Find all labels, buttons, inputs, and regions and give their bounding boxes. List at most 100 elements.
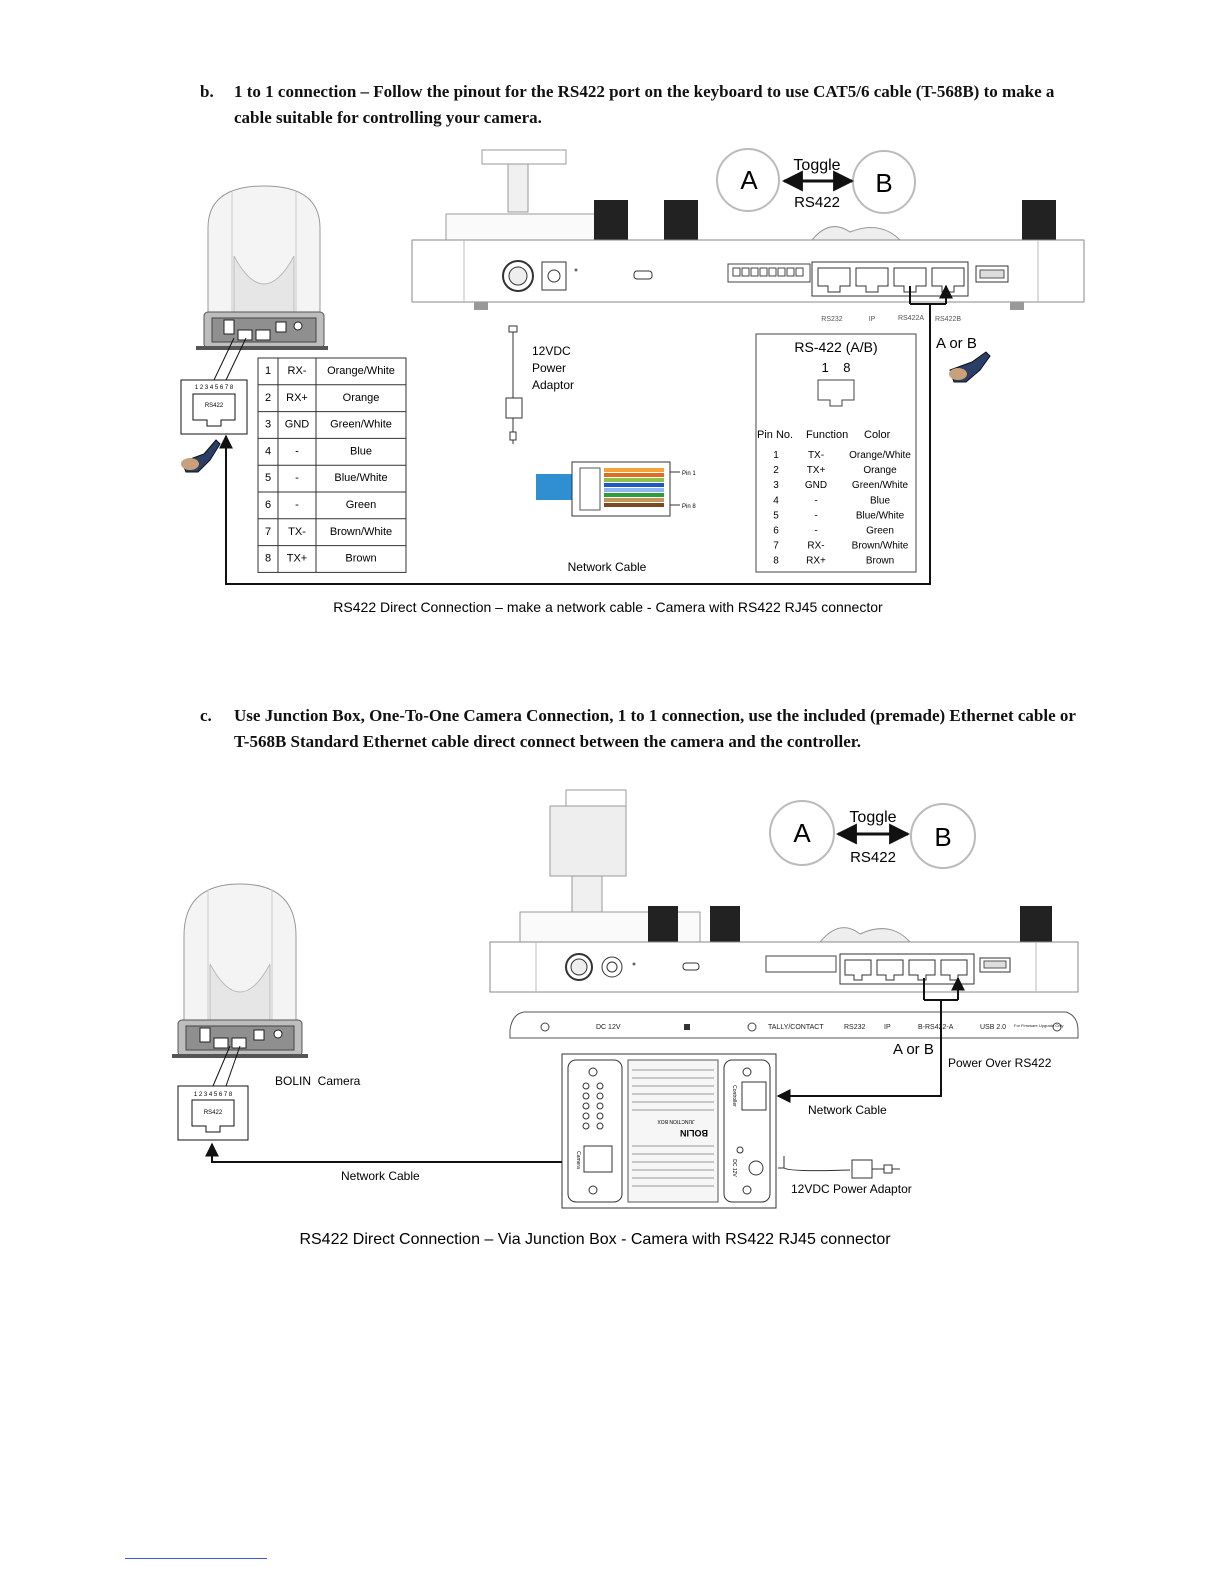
camera-pinout-pin-7: 7 xyxy=(265,526,271,538)
kb-pinout-pin-2: 2 xyxy=(773,465,779,476)
kb-pinout-color-3: Green/White xyxy=(852,480,909,491)
rear-label-usb-note: For Firmware Upgrade Only xyxy=(1014,1023,1064,1028)
camera-pinout-color-6: Green xyxy=(346,499,377,511)
port-label-ip: IP xyxy=(869,316,876,323)
power-line-3: Adaptor xyxy=(532,378,574,392)
kb-pinout-color-6: Green xyxy=(866,526,894,537)
camera-pinout-func-2: RX+ xyxy=(286,392,308,404)
toggle-a-label-c: A xyxy=(793,818,811,848)
port-label-rs422b: RS422B xyxy=(935,316,961,323)
camera-port-pins: 1 2 3 4 5 6 7 8 xyxy=(195,385,234,391)
camera-pinout-func-7: TX- xyxy=(288,526,306,538)
camera-pinout-color-2: Orange xyxy=(343,392,380,404)
camera-pinout-color-7: Brown/White xyxy=(330,526,392,538)
rear-label-tally: TALLY/CONTACT xyxy=(768,1024,824,1031)
kb-pinout-color-2: Orange xyxy=(863,465,897,476)
kb-pinout-pin-8: 8 xyxy=(773,556,779,567)
pin-1-label: Pin 1 xyxy=(682,471,696,477)
camera-pinout-color-8: Brown xyxy=(345,553,376,565)
crimp-tool-icon-right xyxy=(949,351,991,383)
keyboard-pinout-box: RS-422 (A/B) 1 8 Pin No. Function Color … xyxy=(755,333,917,573)
caption-c: RS422 Direct Connection – Via Junction B… xyxy=(299,1231,891,1248)
power-over-rs422: Power Over RS422 xyxy=(948,1056,1052,1070)
kb-header-color: Color xyxy=(864,429,891,441)
toggle-sub: RS422 xyxy=(794,194,840,211)
camera-pinout-color-3: Green/White xyxy=(330,419,392,431)
camera-pinout-pin-8: 8 xyxy=(265,553,271,565)
camera-pinout-pin-4: 4 xyxy=(265,445,271,457)
camera-pinout-pin-3: 3 xyxy=(265,419,271,431)
section-c-heading: c. Use Junction Box, One-To-One Camera C… xyxy=(200,703,1080,755)
section-b-heading: b. 1 to 1 connection – Follow the pinout… xyxy=(200,79,1080,131)
camera-pinout-func-6: - xyxy=(295,499,299,511)
camera-pinout-color-4: Blue xyxy=(350,445,372,457)
camera-pinout-color-5: Blue/White xyxy=(334,472,387,484)
camera-pinout-func-4: - xyxy=(295,445,299,457)
kb-pinout-pin-7: 7 xyxy=(773,541,779,552)
toggle-label: Toggle xyxy=(793,157,840,174)
jbox-controller-label: Controller xyxy=(731,1085,737,1107)
kb-pinout-func-2: TX+ xyxy=(807,465,826,476)
kb-header-function: Function xyxy=(806,429,848,441)
power-adaptor-b: 12VDC Power Adaptor xyxy=(505,325,574,444)
ptz-camera-c xyxy=(172,883,308,1058)
kb-pinout-pin-4: 4 xyxy=(773,495,779,506)
camera-pinout-func-3: GND xyxy=(285,419,310,431)
kb-pinout-pin-6: 6 xyxy=(773,526,779,537)
a-or-b-label-b: A or B xyxy=(936,335,977,352)
kb-pinout-pin-1: 1 xyxy=(773,450,779,461)
port-label-rs232: RS232 xyxy=(821,316,843,323)
toggle-a-label: A xyxy=(740,165,758,195)
network-cable-label-b: Network Cable xyxy=(568,560,647,574)
rear-label-dc12v: DC 12V xyxy=(596,1024,621,1031)
camera-port-label: RS422 xyxy=(205,403,224,409)
camera-pinout-func-1: RX- xyxy=(288,365,307,377)
footnote-separator xyxy=(125,1558,267,1559)
camera-pinout-pin-1: 1 xyxy=(265,365,271,377)
camera-name-c: BOLIN Camera xyxy=(275,1074,361,1088)
rear-label-ip: IP xyxy=(884,1024,891,1031)
network-cable-label-c-right: Network Cable xyxy=(808,1103,887,1117)
jbox-model: JUNCTION BOX xyxy=(657,1118,695,1124)
port-label-rs422a: RS422A xyxy=(898,315,924,322)
power-adaptor-c xyxy=(778,1156,900,1179)
kb-pinout-color-1: Orange/White xyxy=(849,450,911,461)
jbox-brand: BOLIN xyxy=(680,1128,708,1138)
camera-rs422-port-c: 1 2 3 4 5 6 7 8 RS422 xyxy=(177,1045,249,1141)
rear-label-usb: USB 2.0 xyxy=(980,1024,1006,1031)
toggle-sub-c: RS422 xyxy=(850,849,896,866)
rear-label-rs232: RS232 xyxy=(844,1024,866,1031)
kb-pinout-func-3: GND xyxy=(805,480,827,491)
section-c-letter: c. xyxy=(200,706,212,725)
section-b-letter: b. xyxy=(200,82,214,101)
kb-header-pin: Pin No. xyxy=(757,429,793,441)
kb-pinout-color-7: Brown/White xyxy=(852,541,909,552)
keyboard-controller-c xyxy=(489,789,1079,993)
camera-pinout-pin-2: 2 xyxy=(265,392,271,404)
toggle-label-c: Toggle xyxy=(849,809,896,826)
kb-pinout-func-1: TX- xyxy=(808,450,824,461)
network-cable-label-c-left: Network Cable xyxy=(341,1169,420,1183)
camera-port-label-c: RS422 xyxy=(204,1110,223,1116)
camera-pinout-func-8: TX+ xyxy=(287,553,307,565)
kb-pinout-func-6: - xyxy=(814,526,817,537)
kb-pinout-func-8: RX+ xyxy=(806,556,826,567)
camera-pinout-pin-5: 5 xyxy=(265,472,271,484)
camera-port-pins-c: 1 2 3 4 5 6 7 8 xyxy=(194,1092,233,1098)
jbox-camera-label: Camera xyxy=(575,1151,581,1169)
toggle-b-label: B xyxy=(875,168,892,198)
rj45-plug-illustration: Pin 1 Pin 8 xyxy=(536,461,696,517)
section-c-text: Use Junction Box, One-To-One Camera Conn… xyxy=(234,706,1076,751)
camera-rs422-port-b: 1 2 3 4 5 6 7 8 RS422 xyxy=(180,337,248,435)
rear-label-rs422: B-RS422-A xyxy=(918,1024,954,1031)
ptz-camera-b xyxy=(196,185,328,350)
kb-pinout-color-4: Blue xyxy=(870,495,890,506)
a-or-b-label-c: A or B xyxy=(893,1041,934,1058)
kb-pin-range: 1 8 xyxy=(822,360,851,375)
kb-pinout-func-7: RX- xyxy=(807,541,824,552)
power-line-2: Power xyxy=(532,361,566,375)
camera-pinout-func-5: - xyxy=(295,472,299,484)
toggle-ab-c: A B Toggle RS422 xyxy=(769,800,976,869)
rear-panel-strip: DC 12V TALLY/CONTACT RS232 IP B-RS422-A … xyxy=(509,1011,1079,1039)
